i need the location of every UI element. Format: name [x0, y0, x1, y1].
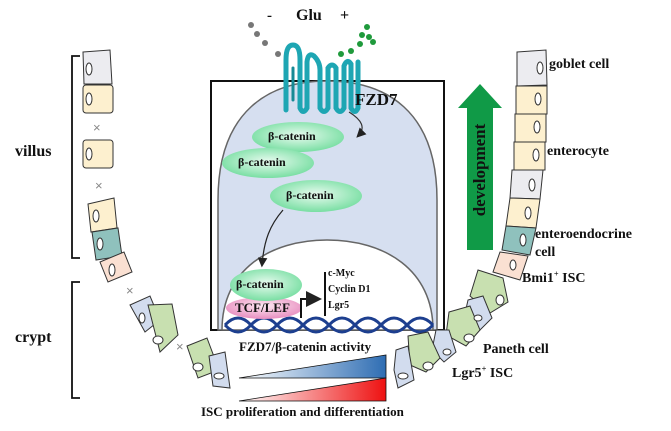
proliferation-gradient-wedge [238, 377, 387, 402]
right-enterocyte-cell-3 [513, 141, 546, 171]
svg-text:×: × [126, 283, 134, 298]
target-gene-cyclin-d1: Cyclin D1 [328, 284, 371, 295]
fzd7-label: FZD7 [355, 90, 398, 109]
left-enterocyte-cell-3 [87, 197, 118, 233]
tcf-lef-label: TCF/LEF [235, 300, 290, 315]
beta-catenin-label-1: β-catenin [268, 129, 316, 143]
beta-catenin-label-2: β-catenin [238, 155, 286, 169]
glucose-minus-label: - [267, 8, 272, 24]
villus-bracket [71, 55, 80, 259]
target-gene-lgr5: Lgr5 [328, 300, 350, 311]
bmi1-isc-sup: + [553, 269, 559, 279]
bmi1-isc-label: Bmi1+ ISC [522, 269, 586, 287]
right-crypt-cells [393, 269, 509, 389]
left-villus-cells [82, 49, 133, 283]
left-lgr5-cell-2 [208, 351, 231, 389]
bmi1-isc-prefix: Bmi1 [522, 271, 554, 286]
tcf-lef-blob [226, 297, 302, 319]
villus-label: villus [15, 143, 52, 160]
target-gene-c-myc: c-Myc [328, 268, 355, 279]
nuclear-beta-catenin-label: β-catenin [236, 277, 284, 291]
lgr5-isc-prefix: Lgr5 [452, 366, 482, 381]
development-arrow [458, 84, 502, 250]
crypt-bracket [71, 281, 80, 399]
paneth-cell-label: Paneth cell [483, 342, 549, 357]
left-crypt-cells [129, 295, 231, 389]
bmi1-isc-suffix: ISC [558, 271, 586, 286]
goblet-cell-label: goblet cell [549, 57, 610, 72]
svg-text:×: × [93, 120, 101, 135]
glucose-label: Glu [296, 7, 322, 24]
glucose-plus-dots [338, 24, 376, 57]
left-separator-marks: × × × × [93, 120, 184, 354]
beta-catenin-blob-1 [252, 122, 344, 152]
right-enteroendocrine-cell [501, 225, 537, 256]
svg-text:×: × [95, 178, 103, 193]
enterocyte-label: enterocyte [547, 144, 609, 159]
glucose-plus-label: + [340, 7, 350, 24]
right-enterocyte-cell-2 [514, 113, 547, 143]
right-goblet-cell-1 [516, 49, 548, 87]
transcription-arrow [300, 291, 322, 318]
beta-catenin-label-3: β-catenin [286, 188, 334, 202]
beta-catenin-blob-2 [222, 148, 314, 178]
left-goblet-cell [82, 49, 113, 85]
activity-gradient-label: FZD7/β-catenin activity [239, 339, 372, 354]
right-enterocyte-cell-1 [515, 85, 548, 115]
nuclear-translocation-arrow [257, 209, 284, 268]
svg-text:×: × [176, 339, 184, 354]
right-goblet-cell-2 [509, 169, 544, 200]
enteroendocrine-label-line1: enteroendocrine [535, 227, 632, 242]
right-enterocyte-cell-4 [505, 197, 541, 229]
activity-gradient-wedge [238, 354, 387, 379]
nuclear-beta-catenin-blob [230, 269, 302, 301]
left-enterocyte-cell-1 [82, 84, 114, 114]
lgr5-isc-sup: + [481, 364, 487, 374]
left-paneth-cell-1 [147, 303, 179, 353]
enteroendocrine-label-line2: cell [535, 245, 556, 260]
left-bmi1-cell [99, 251, 133, 283]
lgr5-isc-suffix: ISC [486, 366, 514, 381]
fzd7-receptor [283, 42, 361, 114]
right-villus-cells [492, 49, 548, 281]
left-enterocyte-cell-2 [82, 139, 114, 169]
lgr5-isc-label: Lgr5+ ISC [452, 364, 514, 382]
development-label: development [470, 123, 489, 217]
crypt-label: crypt [15, 329, 52, 346]
dna-helix [223, 316, 435, 334]
glucose-minus-dots [248, 22, 281, 57]
proliferation-gradient-label: ISC proliferation and differentiation [201, 404, 404, 419]
fzd7-arrow [348, 111, 367, 138]
beta-catenin-blob-3 [270, 180, 362, 212]
